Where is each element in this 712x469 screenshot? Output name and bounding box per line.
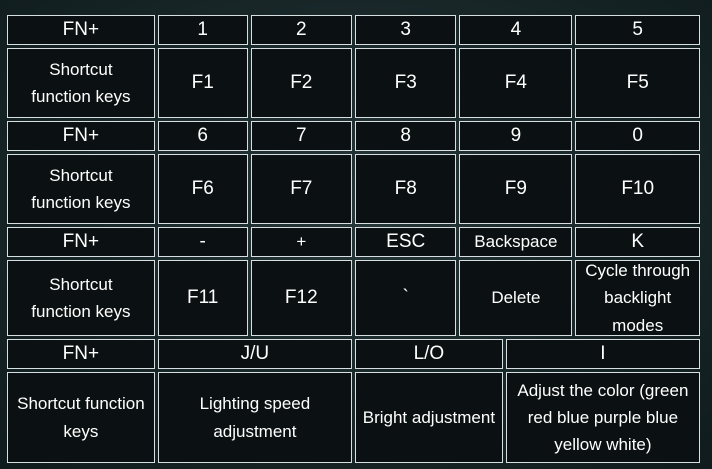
fn-key-8: 8 — [355, 121, 457, 151]
fn-header: FN+ — [7, 227, 155, 257]
function-f11: F11 — [157, 260, 248, 336]
function-f3: F3 — [355, 48, 457, 118]
shortcut-header: Shortcut function keys — [7, 260, 155, 336]
function-color: Adjust the color (green red blue purple … — [505, 372, 700, 463]
fn-key-6: 6 — [157, 121, 248, 151]
function-brightness: Bright adjustment — [355, 372, 503, 463]
fn-key-9: 9 — [459, 121, 573, 151]
fn-header: FN+ — [7, 339, 155, 369]
function-backlight-modes: Cycle through backlight modes — [575, 260, 700, 336]
fn-header: FN+ — [7, 15, 155, 45]
fn-key-5: 5 — [575, 15, 700, 45]
shortcut-header: Shortcut function keys — [7, 154, 155, 224]
shortcut-table: FN+ 1 2 3 4 5 Shortcut function keys F1 … — [7, 15, 700, 463]
function-f5: F5 — [575, 48, 700, 118]
fn-key-minus: - — [157, 227, 248, 257]
fn-key-0: 0 — [575, 121, 700, 151]
fn-key-3: 3 — [355, 15, 457, 45]
shortcut-header-text: Shortcut function keys — [31, 59, 131, 106]
fn-key-1: 1 — [157, 15, 248, 45]
fn-key-4: 4 — [459, 15, 573, 45]
fn-key-i: I — [505, 339, 700, 369]
function-f1: F1 — [157, 48, 248, 118]
function-backtick: ` — [355, 260, 457, 336]
function-f6: F6 — [157, 154, 248, 224]
function-delete: Delete — [459, 260, 573, 336]
function-f8: F8 — [355, 154, 457, 224]
shortcut-header-text: Shortcut function keys — [31, 274, 131, 321]
shortcut-header: Shortcut function keys — [7, 372, 155, 463]
fn-key-esc: ESC — [355, 227, 457, 257]
function-f12: F12 — [250, 260, 352, 336]
shortcut-header: Shortcut function keys — [7, 48, 155, 118]
fn-key-7: 7 — [250, 121, 352, 151]
function-f9: F9 — [459, 154, 573, 224]
fn-key-ju: J/U — [157, 339, 352, 369]
fn-key-k: K — [575, 227, 700, 257]
fn-key-plus: + — [250, 227, 352, 257]
function-f2: F2 — [250, 48, 352, 118]
function-f10: F10 — [575, 154, 700, 224]
function-lighting-speed: Lighting speed adjustment — [157, 372, 352, 463]
fn-key-2: 2 — [250, 15, 352, 45]
function-f4: F4 — [459, 48, 573, 118]
function-f7: F7 — [250, 154, 352, 224]
fn-key-backspace: Backspace — [459, 227, 573, 257]
shortcut-header-text: Shortcut function keys — [31, 165, 131, 212]
fn-header: FN+ — [7, 121, 155, 151]
fn-key-lo: L/O — [355, 339, 503, 369]
